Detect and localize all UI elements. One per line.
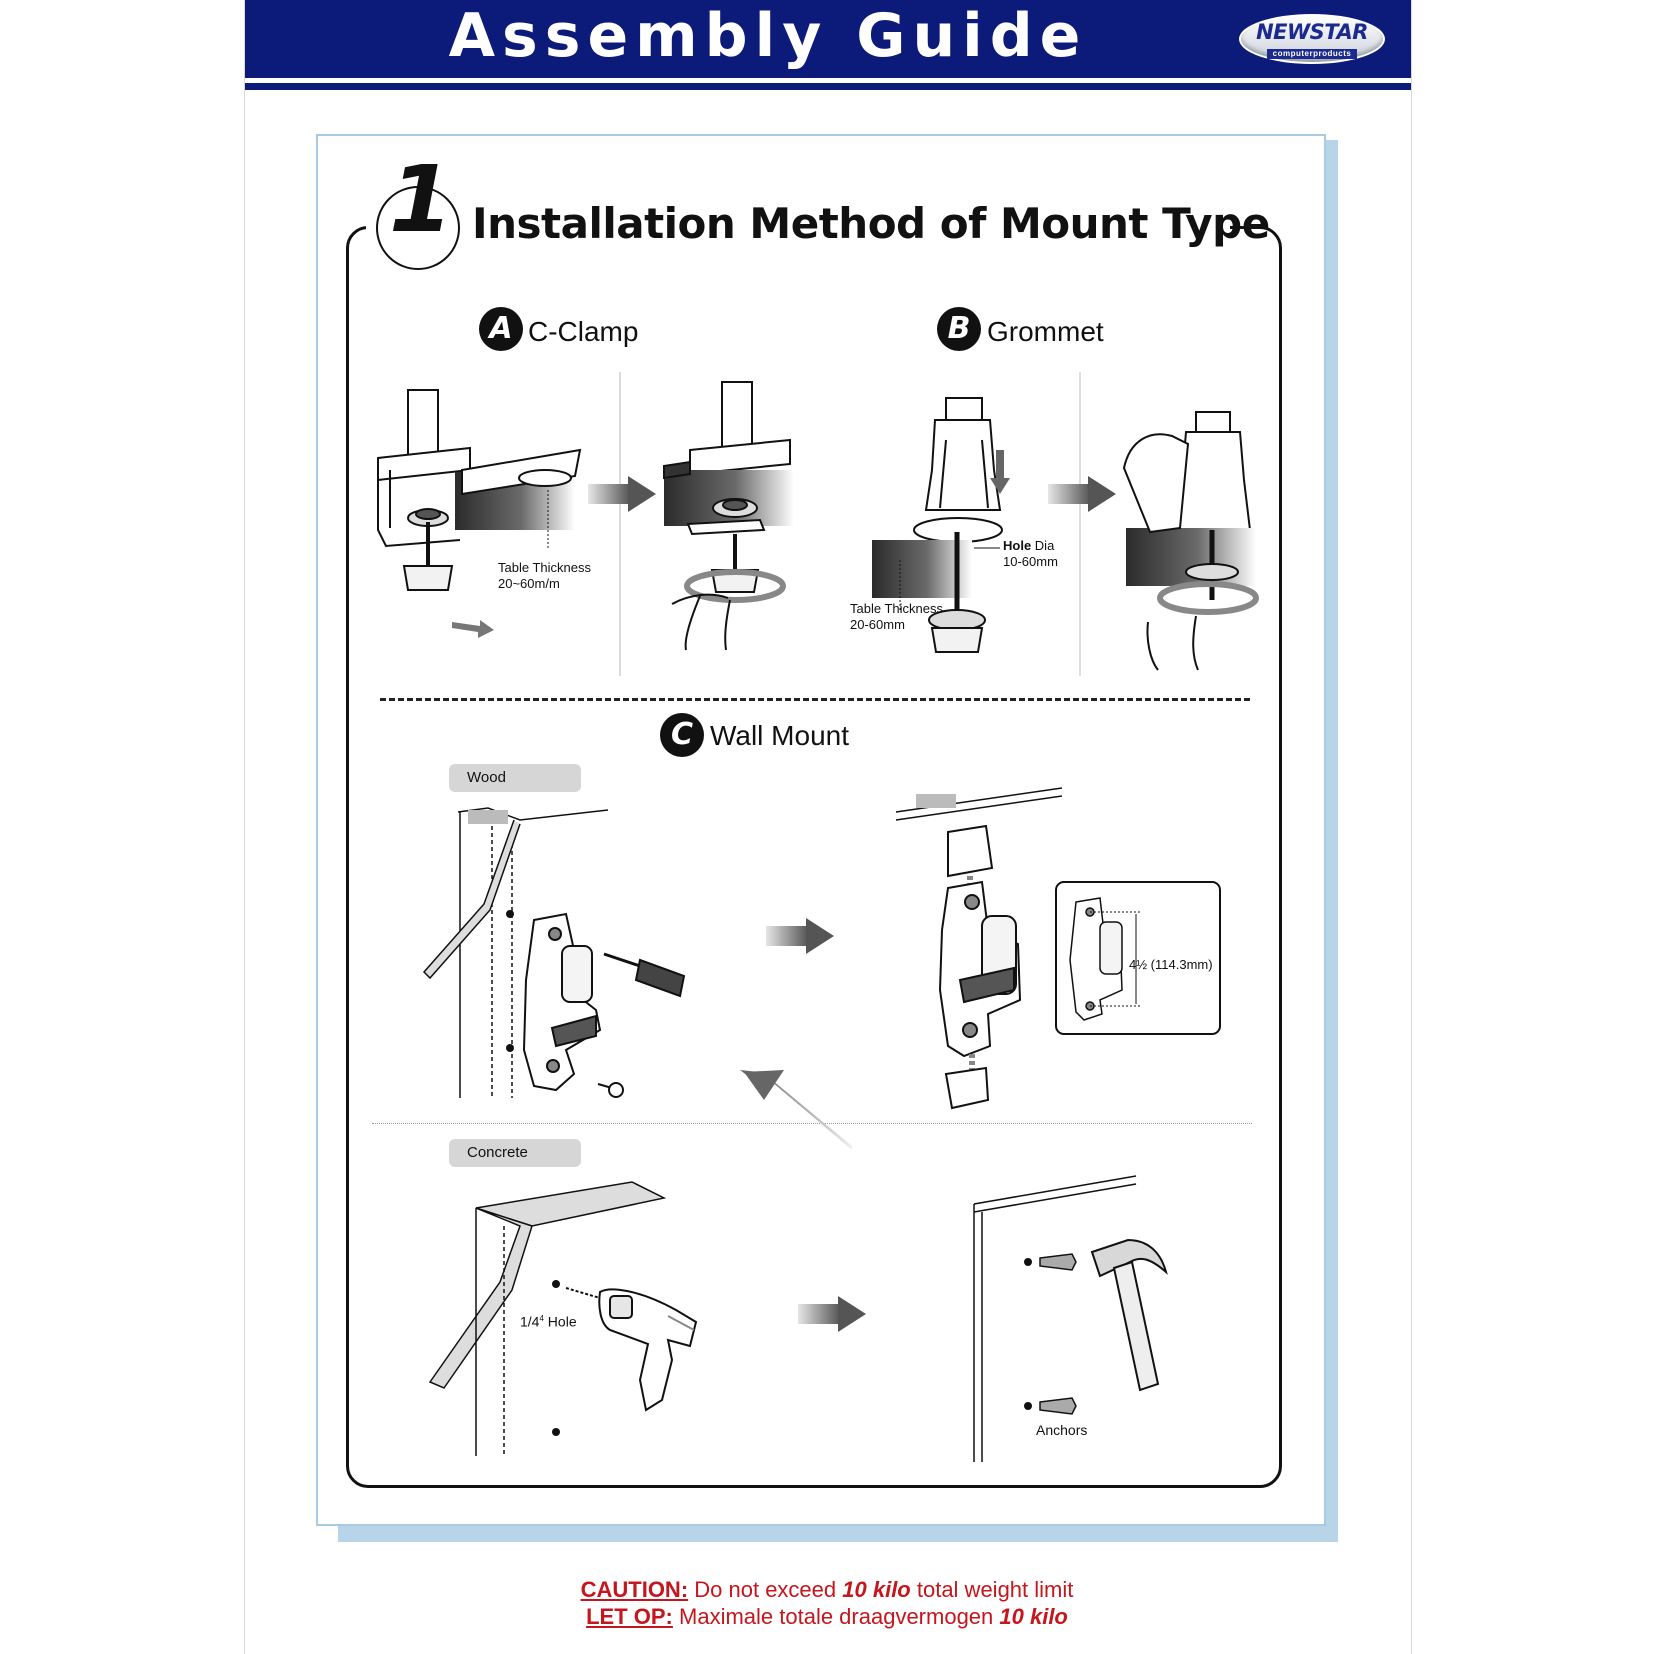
- anchor-top: [1039, 1253, 1077, 1271]
- wall-bracket-exploded: [938, 824, 1022, 1110]
- drill-icon: [565, 1287, 698, 1412]
- direction-arrow-a: [452, 620, 494, 638]
- drill-hole-size: 1/4: [520, 1313, 540, 1330]
- caution-text-2: total weight limit: [910, 1577, 1074, 1602]
- hammer-icon: [1090, 1238, 1168, 1392]
- grommet-thickness-label: Table Thickness: [850, 601, 943, 616]
- progress-arrow-concrete: [798, 1296, 866, 1332]
- concrete-wall-right: [973, 1175, 1137, 1462]
- concrete-wall-illustration: [428, 1181, 667, 1456]
- section-b-label: Grommet: [987, 316, 1104, 347]
- concrete-tag: Concrete: [449, 1139, 581, 1167]
- let-op-weight: 10 kilo: [999, 1604, 1068, 1629]
- bracket-dimension-label: 4½ (114.3mm): [1129, 957, 1213, 972]
- grommet-step2-illustration: [1122, 411, 1259, 671]
- grommet-hole-value: 10-60mm: [1003, 554, 1058, 569]
- anchor-hole-top: [1024, 1258, 1032, 1266]
- caution-weight: 10 kilo: [842, 1577, 911, 1602]
- step-title-mask: [366, 186, 1230, 256]
- anchor-hole-bottom: [1024, 1402, 1032, 1410]
- step-number: 1: [388, 146, 453, 253]
- screw-icon: [597, 1082, 624, 1098]
- grommet-hole-label: Hole Dia: [1003, 538, 1054, 554]
- screw-hole-top: [506, 910, 514, 918]
- clamp-thickness-label: Table Thickness: [498, 560, 591, 575]
- drill-hole-label: 1/44 Hole: [520, 1311, 577, 1330]
- drill-hole-bottom: [552, 1428, 560, 1436]
- progress-arrow-b: [1048, 476, 1116, 512]
- section-c-label: Wall Mount: [710, 720, 850, 751]
- section-divider: [380, 698, 1250, 701]
- section-b-badge: B: [937, 307, 981, 351]
- clamp-thickness-value: 20~60m/m: [498, 576, 560, 591]
- progress-arrow-wood: [766, 918, 834, 954]
- grommet-hole-label-text: Dia: [1034, 538, 1055, 553]
- section-a-label: C-Clamp: [528, 316, 639, 347]
- step-number-circle: [376, 186, 460, 270]
- caution-text-1: Do not exceed: [688, 1577, 843, 1602]
- caution-line-en: CAUTION: Do not exceed 10 kilo total wei…: [244, 1576, 1410, 1604]
- header-bar: Assembly Guide NEWSTAR computerproducts: [245, 0, 1411, 78]
- logo-brand: NEWSTAR: [1256, 20, 1368, 44]
- dimension-bracket: [1069, 897, 1140, 1021]
- wood-wall-illustration: [422, 807, 609, 1098]
- newstar-logo: NEWSTAR computerproducts: [1239, 14, 1385, 64]
- let-op-key: LET OP:: [586, 1604, 673, 1629]
- wall-bracket-left: [522, 912, 602, 1092]
- grommet-thickness-value: 20-60mm: [850, 617, 905, 632]
- logo-tagline: computerproducts: [1266, 49, 1358, 59]
- down-arrow-b: [990, 450, 1010, 494]
- screwdriver-icon: [603, 952, 686, 998]
- section-a-badge: A: [479, 307, 523, 351]
- c-clamp-step1-illustration: [377, 389, 582, 591]
- header-rule: [245, 83, 1411, 90]
- instruction-panel: [316, 134, 1326, 1526]
- wood-concrete-divider: [372, 1123, 1252, 1124]
- drill-hole-top: [552, 1280, 560, 1288]
- anchor-bottom: [1039, 1397, 1077, 1415]
- page-title: Assembly Guide: [448, 1, 1088, 71]
- grommet-hole-label-bold: Hole: [1003, 538, 1032, 553]
- anchors-label: Anchors: [1036, 1422, 1088, 1438]
- section-c-badge: C: [660, 713, 704, 757]
- drill-hole-sup: 4: [539, 1314, 544, 1323]
- drill-hole-text: Hole: [543, 1313, 577, 1330]
- ceiling-line: [895, 787, 1063, 821]
- c-clamp-step2-illustration: [663, 381, 794, 651]
- wood-tag: Wood: [449, 764, 581, 792]
- let-op-text: Maximale totale draagvermogen: [672, 1604, 1000, 1629]
- step-title: Installation Method of Mount Type: [472, 199, 1270, 248]
- caution-line-nl: LET OP: Maximale totale draagvermogen 10…: [244, 1603, 1410, 1631]
- progress-arrow-a: [588, 476, 656, 512]
- caution-key: CAUTION:: [580, 1577, 689, 1602]
- grommet-step1-illustration: [872, 397, 1003, 653]
- return-arrow: [740, 1070, 852, 1150]
- screw-hole-bottom: [506, 1044, 514, 1052]
